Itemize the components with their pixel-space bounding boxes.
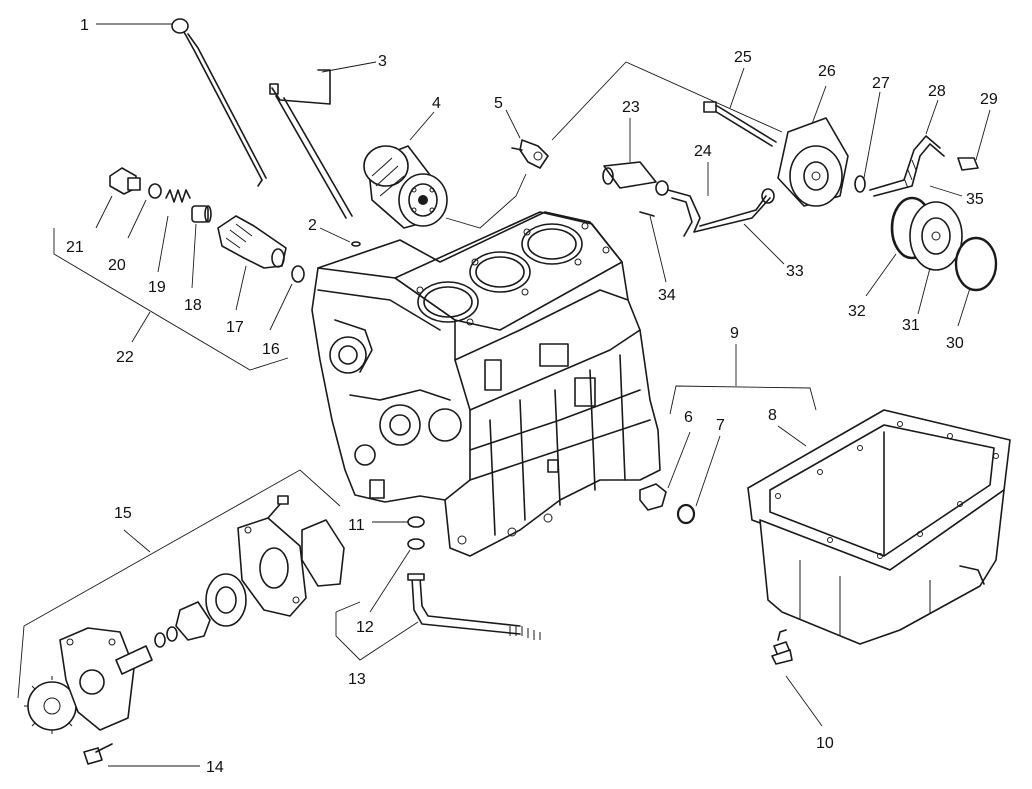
callout-27: 27 — [872, 75, 890, 92]
dipstick — [171, 18, 267, 187]
oil-cooler-group — [602, 101, 998, 292]
oil-pressure-switch — [511, 139, 549, 169]
callout-31: 31 — [902, 317, 920, 334]
callout-35: 35 — [966, 191, 984, 208]
oil-pump-group — [24, 495, 345, 765]
callout-19: 19 — [148, 279, 166, 296]
callout-16: 16 — [262, 341, 280, 358]
suction-pipe — [407, 516, 541, 640]
callout-24: 24 — [694, 143, 712, 160]
callout-17: 17 — [226, 319, 244, 336]
dipstick-guide-tube — [269, 69, 361, 247]
callout-29: 29 — [980, 91, 998, 108]
engine-block — [311, 211, 661, 557]
callout-10: 10 — [816, 735, 834, 752]
callout-13: 13 — [348, 671, 366, 688]
callout-26: 26 — [818, 63, 836, 80]
callout-12: 12 — [356, 619, 374, 636]
callout-7: 7 — [716, 417, 725, 434]
callout-1: 1 — [80, 17, 89, 34]
callout-14: 14 — [206, 759, 224, 776]
callout-labels: 1 2 3 4 5 6 7 8 9 10 11 12 13 14 15 16 1… — [66, 17, 998, 776]
callout-3: 3 — [378, 53, 387, 70]
callout-2: 2 — [308, 217, 317, 234]
callout-6: 6 — [684, 409, 693, 426]
callout-4: 4 — [432, 95, 441, 112]
relief-valve-assembly — [109, 167, 305, 283]
callout-15: 15 — [114, 505, 132, 522]
callout-21: 21 — [66, 239, 84, 256]
oil-pan — [747, 409, 1011, 665]
callout-9: 9 — [730, 325, 739, 342]
callout-18: 18 — [184, 297, 202, 314]
callout-20: 20 — [108, 257, 126, 274]
callout-30: 30 — [946, 335, 964, 352]
leader-lines — [17, 23, 991, 767]
oil-filter — [363, 145, 448, 229]
callout-34: 34 — [658, 287, 676, 304]
callout-25: 25 — [734, 49, 752, 66]
callout-22: 22 — [116, 349, 134, 366]
callout-8: 8 — [768, 407, 777, 424]
callout-23: 23 — [622, 99, 640, 116]
callout-11: 11 — [348, 517, 365, 534]
callout-5: 5 — [494, 95, 503, 112]
callout-32: 32 — [848, 303, 866, 320]
callout-28: 28 — [928, 83, 946, 100]
callout-33: 33 — [786, 263, 804, 280]
drain-plug — [639, 483, 696, 525]
